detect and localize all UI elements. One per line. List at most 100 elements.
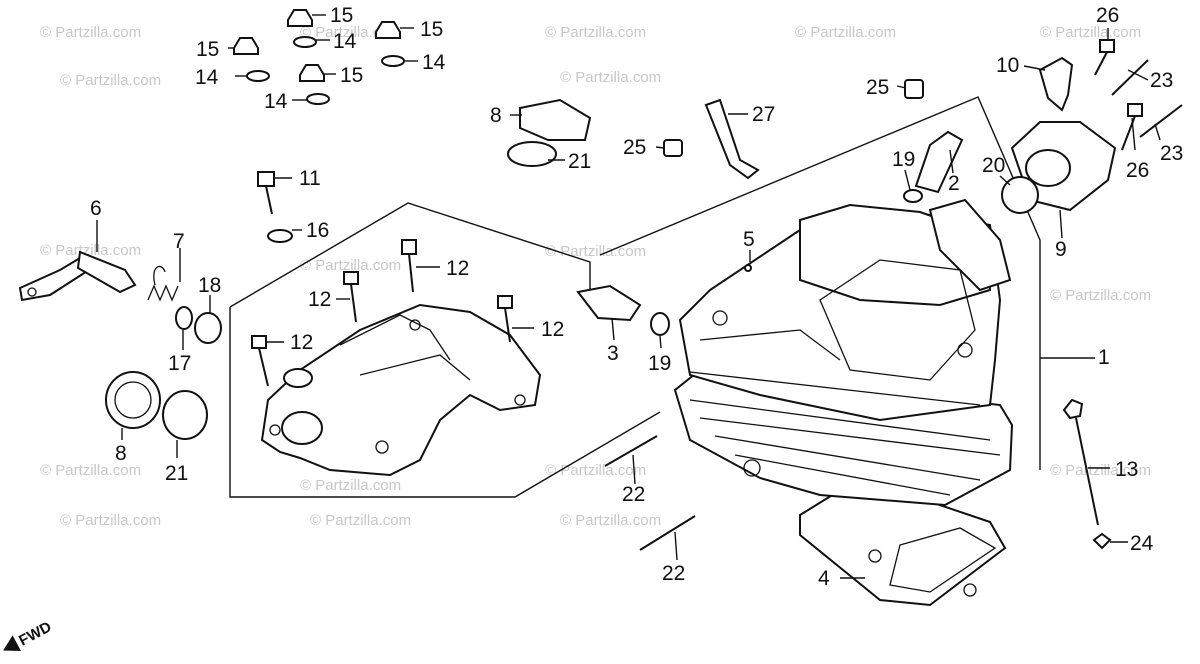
leader [1131,117,1136,151]
bolt-shank [258,347,269,387]
head-boundary [599,96,1041,470]
callout-3: 3 [607,342,619,365]
callout-21b: 21 [165,462,188,485]
stud-23 [1111,59,1149,96]
bolt-head [401,239,417,255]
callout-19a: 19 [892,148,915,171]
head-casting-line [689,371,981,406]
fwd-arrow-head [3,635,21,652]
callout-6: 6 [90,197,102,220]
bolt-shank [350,283,357,323]
head-cam-bridge [819,259,976,381]
callout-15c: 15 [420,18,443,41]
callout-5: 5 [743,228,755,251]
callout-23a: 23 [1150,69,1173,92]
callout-13: 13 [1115,458,1138,481]
fwd-arrow: FWD [3,618,54,652]
washer [306,93,330,105]
leader [999,175,1011,186]
cover-hole [409,319,421,331]
bolt-26-head [1099,39,1115,53]
leader [1127,69,1149,81]
head-cover-boundary [229,202,591,308]
watermark: © Partzilla.com [1050,462,1151,479]
cap-nut [287,9,313,27]
bolt-head [257,171,275,187]
nut-24 [1092,532,1112,550]
watermark: © Partzilla.com [795,24,896,41]
callout-19b: 19 [648,352,671,375]
o-ring-19b [903,189,923,203]
callout-15b: 15 [196,38,219,61]
leader [674,531,678,561]
callout-26b: 26 [1126,159,1149,182]
lever-shaft [76,250,137,294]
leader [655,146,665,149]
callout-24: 24 [1130,532,1154,555]
cap-nut [233,37,259,55]
watermark: © Partzilla.com [545,24,646,41]
callout-numbers: 1 2 3 4 5 6 7 8 8 9 10 11 12 12 12 12 13… [90,4,1183,590]
head-bolt-boss [743,459,761,477]
spark-plug [704,98,760,180]
tappet-cap-inner [114,381,152,419]
cover-hole [269,424,281,436]
leader [611,317,615,341]
callout-22b: 22 [662,562,685,585]
leader [1154,123,1161,141]
bolt-head [497,295,513,309]
callout-22a: 22 [622,483,645,506]
watermark: © Partzilla.com [60,72,161,89]
cover-bore [281,411,323,445]
cover-casting-line [339,314,451,361]
bolt-13-shank [1075,417,1099,526]
tappet-cap [105,371,161,429]
sealing-washer [267,229,293,243]
o-ring-top [507,141,557,167]
callout-12a: 12 [446,257,469,280]
watermark: © Partzilla.com [40,24,141,41]
leader [949,149,954,174]
watermark: © Partzilla.com [40,242,141,259]
callout-18: 18 [198,274,221,297]
gasket-hole [868,549,882,563]
callout-1: 1 [1098,346,1110,369]
head-fin [689,399,991,441]
callout-27: 27 [752,103,775,126]
bolt-26-shank [1094,51,1108,76]
head-cover-boundary-lower [229,307,661,498]
caps-and-orings [105,98,592,440]
guide-rod [639,515,696,551]
head-bolt-hole [957,342,973,358]
head-side-cover [260,303,542,477]
guide-rod [604,435,658,467]
tappet-cap-top [519,98,592,141]
leader-lines [96,14,1161,579]
washer [246,70,270,82]
callout-7: 7 [173,230,185,253]
insulator-bore [1025,149,1071,187]
callout-23b: 23 [1160,142,1183,165]
fwd-label: FWD [16,618,54,649]
watermark: © Partzilla.com [1040,24,1141,41]
callout-21a: 21 [568,150,591,173]
callout-12b: 12 [308,288,331,311]
watermark: © Partzilla.com [60,512,161,529]
callout-25b: 25 [866,76,889,99]
pin-5 [744,264,752,272]
watermark: © Partzilla.com [310,512,411,529]
lever-hole [27,287,37,297]
bolts [251,171,513,387]
spark-plug-area [576,79,964,336]
callout-14d: 14 [333,30,357,53]
washers [246,36,405,105]
callout-8b: 8 [490,104,502,127]
o-ring-20 [1001,176,1039,214]
watermark: © Partzilla.com [300,477,401,494]
callout-17: 17 [168,352,191,375]
callout-4: 4 [818,567,830,590]
cover-hole [514,394,526,406]
cap-nut [375,21,401,39]
